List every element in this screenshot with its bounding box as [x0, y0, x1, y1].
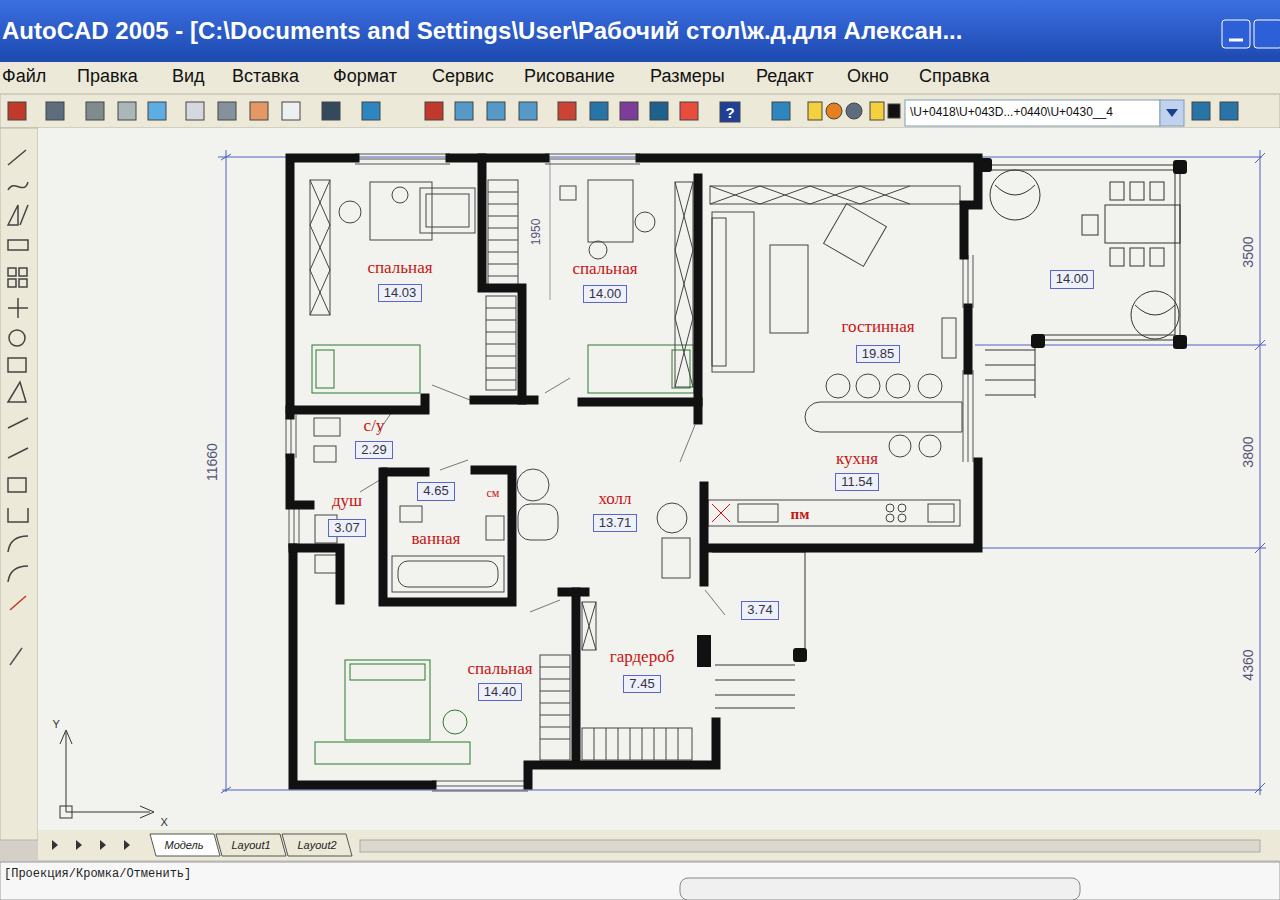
area-value: 14.00 [1050, 270, 1095, 289]
tab [150, 834, 220, 856]
tab-label: Layout2 [298, 839, 337, 852]
room-name: спальная [367, 258, 432, 278]
room-label: гостинная 19.85 [841, 317, 914, 363]
dimension: 1950 [530, 219, 544, 246]
side-toolbar [0, 128, 38, 840]
command-prompt: [Проекция/Кромка/Отменить] [4, 868, 191, 882]
menu-item: Файл [2, 66, 46, 87]
tab-nav [52, 840, 130, 850]
layer-name: \U+0418\U+043D...+0440\U+0430__4 [910, 106, 1113, 120]
menu-bar [0, 62, 1280, 94]
room-name: холл [598, 489, 631, 509]
windows [286, 154, 973, 791]
layer-dropdown [905, 100, 1160, 126]
info-center [680, 878, 1080, 900]
area-value: 2.29 [355, 441, 392, 460]
area-value: 19.85 [856, 345, 901, 364]
terrace [985, 165, 1180, 398]
menu-item: Вставка [232, 66, 299, 87]
command-line [0, 862, 1280, 900]
appliance-mark: пм [790, 506, 811, 523]
toolbar [0, 94, 1280, 128]
room-name: с/у [364, 416, 385, 436]
dropdown-arrow [1166, 109, 1178, 117]
menu-item: Справка [919, 66, 990, 87]
room-label: спальная 14.03 [367, 258, 432, 302]
furniture [310, 180, 962, 764]
room-label: гардероб 7.45 [610, 647, 675, 693]
room-label: спальная 14.00 [572, 259, 637, 303]
room-name: спальная [572, 259, 637, 279]
menu-item: Рисование [524, 66, 615, 87]
room-label: душ 3.07 [328, 491, 365, 537]
window-button [1222, 20, 1250, 48]
room-name: гостинная [841, 317, 914, 337]
appliance-mark: см [487, 487, 500, 501]
room-label: холл 13.71 [593, 489, 638, 532]
tab [216, 834, 286, 856]
menu-item: Редакт [756, 66, 814, 87]
menu-item: Формат [333, 66, 397, 87]
dimension: 11660 [204, 443, 220, 481]
walls [290, 158, 978, 785]
tab-bar [38, 830, 1280, 860]
tab [282, 834, 352, 856]
area-value: 11.54 [835, 473, 879, 492]
area-value: 7.45 [623, 675, 660, 694]
menu-item: Правка [77, 66, 138, 87]
dimension-lines [218, 150, 1266, 795]
tab-label: Layout1 [232, 839, 271, 852]
porch [712, 552, 805, 708]
room-label: 14.00 [1050, 270, 1095, 289]
room-label: 4.65 ванная [412, 482, 461, 548]
room-name: спальная [467, 659, 532, 679]
window-button [1229, 39, 1243, 42]
area-value: 14.00 [583, 285, 628, 304]
room-label: кухня 11.54 [835, 449, 879, 491]
area-value: 14.40 [478, 683, 523, 702]
area-value: 13.71 [593, 514, 638, 533]
scrollbar [360, 840, 1260, 852]
axis-label: X [161, 816, 168, 829]
room-name: кухня [836, 449, 878, 469]
area-value: 14.03 [378, 284, 423, 303]
dropdown-button [1160, 100, 1184, 126]
room-name: ванная [412, 529, 461, 549]
area-value: 3.07 [328, 519, 365, 538]
room-name: гардероб [610, 647, 675, 667]
room-name: душ [332, 491, 362, 511]
columns [697, 158, 1187, 667]
window-button [1254, 20, 1280, 48]
tab-label: Модель [165, 839, 204, 852]
drawing-area [38, 128, 1280, 830]
side-toolbar-icons [8, 150, 28, 665]
menu-item: Сервис [432, 66, 494, 87]
dimension: 3500 [1239, 236, 1255, 267]
room-label: 3.74 [741, 601, 778, 620]
menu-item: Окно [847, 66, 889, 87]
axis-label: Y [53, 718, 60, 731]
dimension: 4360 [1239, 649, 1255, 680]
menu-item: Размеры [650, 66, 725, 87]
room-label: с/у 2.29 [355, 416, 392, 459]
area-value: 4.65 [417, 482, 454, 501]
window-title: AutoCAD 2005 - [C:\Documents and Setting… [2, 17, 962, 45]
ucs-icon [60, 730, 154, 818]
menu-item: Вид [172, 66, 205, 87]
area-value: 3.74 [741, 601, 778, 620]
dimension: 3800 [1239, 436, 1255, 467]
title-bar [0, 0, 1280, 62]
room-label: спальная 14.40 [467, 659, 532, 701]
help-icon: ? [726, 104, 735, 121]
